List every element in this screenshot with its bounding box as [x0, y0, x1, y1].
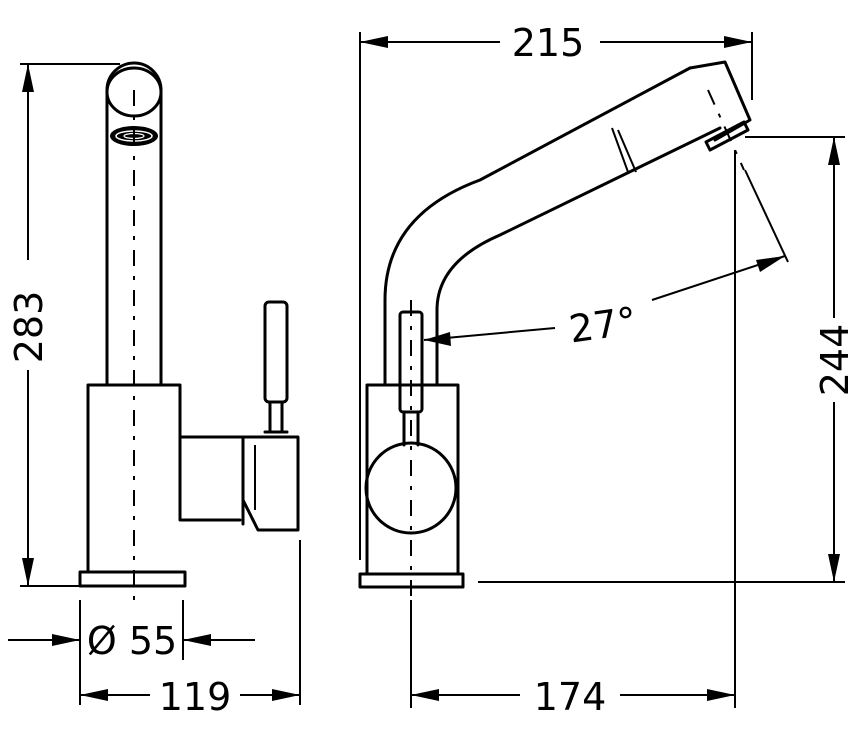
front-view — [78, 61, 300, 600]
dim-base-diameter — [8, 600, 255, 705]
front-lever-housing — [241, 435, 300, 532]
dim-base-width — [80, 540, 301, 705]
dim-height-spout-label: 244 — [813, 324, 856, 397]
side-spout-axis — [707, 89, 745, 171]
dim-angle — [423, 150, 789, 708]
dim-height-spout — [478, 136, 845, 583]
dim-spout-reach-label: 174 — [534, 675, 607, 719]
dim-base-diameter-label: Ø 55 — [87, 619, 177, 663]
side-spout — [383, 66, 692, 387]
dim-width-total — [359, 32, 753, 560]
side-spout-head — [688, 60, 752, 142]
dim-base-width-label: 119 — [159, 675, 232, 719]
dim-height-total — [20, 63, 120, 587]
front-base-ring — [78, 570, 187, 588]
front-lever-handle — [263, 300, 289, 404]
dim-width-total-label: 215 — [512, 21, 585, 65]
side-outlet — [704, 120, 750, 152]
side-view — [358, 60, 752, 600]
dim-height-total-label: 283 — [7, 291, 51, 364]
side-lever-knob — [364, 441, 458, 535]
dim-angle-label: 27° — [566, 299, 639, 352]
front-main-body — [86, 383, 245, 574]
dim-spout-reach — [410, 600, 735, 708]
